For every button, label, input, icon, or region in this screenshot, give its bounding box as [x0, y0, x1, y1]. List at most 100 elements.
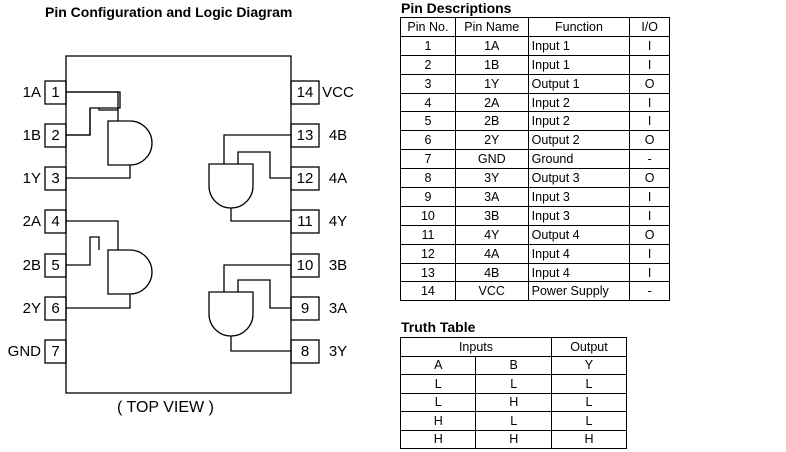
pin-number-2: 2 — [51, 127, 59, 144]
truth-header-y: Y — [550, 355, 628, 375]
cell-io: - — [629, 281, 670, 302]
truth-header-a: A — [399, 355, 477, 375]
wire-4b — [223, 134, 291, 164]
cell-io: O — [629, 130, 670, 151]
cell-pin-name: 4B — [454, 262, 529, 283]
cell-pin-name: 3Y — [454, 168, 529, 189]
cell-b: L — [475, 411, 552, 431]
cell-y: L — [550, 392, 628, 412]
cell-io: I — [629, 35, 670, 56]
pin-number-6: 6 — [51, 300, 59, 317]
pin-number-8: 8 — [301, 343, 309, 360]
wire-3b — [223, 264, 291, 292]
header-io: I/O — [629, 17, 670, 37]
cell-pin-name: GND — [454, 149, 529, 170]
pin-number-13: 13 — [297, 127, 314, 144]
and-gate-3 — [208, 291, 254, 337]
cell-pin-name: 2B — [454, 111, 529, 132]
pin-number-11: 11 — [297, 213, 313, 230]
cell-b: H — [475, 392, 552, 412]
cell-io: O — [629, 73, 670, 94]
header-pin-name: Pin Name — [454, 17, 529, 37]
cell-a: L — [399, 392, 477, 412]
cell-pin-name: 1Y — [454, 73, 529, 94]
pin-label-1y: 1Y — [23, 170, 41, 187]
cell-function: Input 1 — [527, 35, 631, 56]
cell-io: O — [629, 168, 670, 189]
cell-pin-name: 2Y — [454, 130, 529, 151]
cell-pin-no: 3 — [400, 73, 456, 94]
pin-label-4b: 4B — [329, 127, 347, 144]
pin-number-7: 7 — [51, 343, 59, 360]
wire-3y — [230, 336, 291, 352]
cell-pin-name: 4Y — [454, 224, 529, 245]
cell-pin-name: 3A — [454, 187, 529, 207]
cell-pin-name: 1B — [454, 54, 529, 75]
cell-pin-name: 2A — [454, 92, 529, 113]
cell-io: I — [629, 262, 670, 283]
pin-number-3: 3 — [51, 170, 59, 187]
pin-label-1a: 1A — [23, 84, 41, 101]
pin-label-2b: 2B — [23, 257, 41, 274]
cell-function: Input 4 — [527, 243, 631, 264]
wire-4y — [230, 208, 291, 222]
truth-group-row: Inputs Output — [400, 337, 628, 357]
wire-3a — [237, 279, 291, 309]
cell-function: Input 4 — [527, 262, 631, 283]
cell-io: - — [629, 149, 670, 170]
cell-pin-name: 4A — [454, 243, 529, 264]
cell-pin-no: 11 — [400, 224, 456, 245]
pin-label-3a: 3A — [329, 300, 347, 317]
truth-header-row: A B Y — [399, 355, 628, 375]
wire-1y — [66, 165, 131, 179]
pin-label-2a: 2A — [23, 213, 41, 230]
pin-label-vcc: VCC — [322, 84, 354, 101]
pin-box-7 — [44, 339, 67, 364]
cell-pin-no: 12 — [400, 243, 456, 264]
cell-function: Ground — [527, 149, 631, 170]
pin-label-4a: 4A — [329, 170, 347, 187]
cell-pin-no: 6 — [400, 130, 456, 151]
cell-io: O — [629, 224, 670, 245]
cell-function: Output 4 — [527, 224, 631, 245]
ic-body — [65, 55, 292, 394]
cell-function: Output 1 — [527, 73, 631, 94]
cell-pin-name: VCC — [454, 281, 529, 302]
cell-io: I — [629, 92, 670, 113]
truth-table-title: Truth Table — [401, 319, 476, 335]
pin-label-3b: 3B — [329, 257, 347, 274]
cell-a: H — [399, 429, 477, 449]
cell-io: I — [629, 243, 670, 264]
cell-io: I — [629, 111, 670, 132]
cell-function: Input 2 — [527, 92, 631, 113]
cell-a: L — [399, 374, 477, 394]
pin-number-4: 4 — [51, 213, 59, 230]
header-pin-no: Pin No. — [400, 17, 456, 37]
cell-io: I — [629, 54, 670, 75]
truth-header-b: B — [475, 355, 552, 375]
wire-2a — [66, 220, 119, 250]
cell-function: Input 3 — [527, 187, 631, 207]
pin-number-12: 12 — [297, 170, 314, 187]
pin-number-9: 9 — [301, 300, 309, 317]
cell-pin-no: 2 — [400, 54, 456, 75]
truth-inputs-header: Inputs — [400, 337, 552, 357]
cell-pin-no: 8 — [400, 168, 456, 189]
cell-pin-no: 4 — [400, 92, 456, 113]
cell-pin-no: 10 — [400, 205, 456, 226]
header-function: Function — [527, 17, 631, 37]
